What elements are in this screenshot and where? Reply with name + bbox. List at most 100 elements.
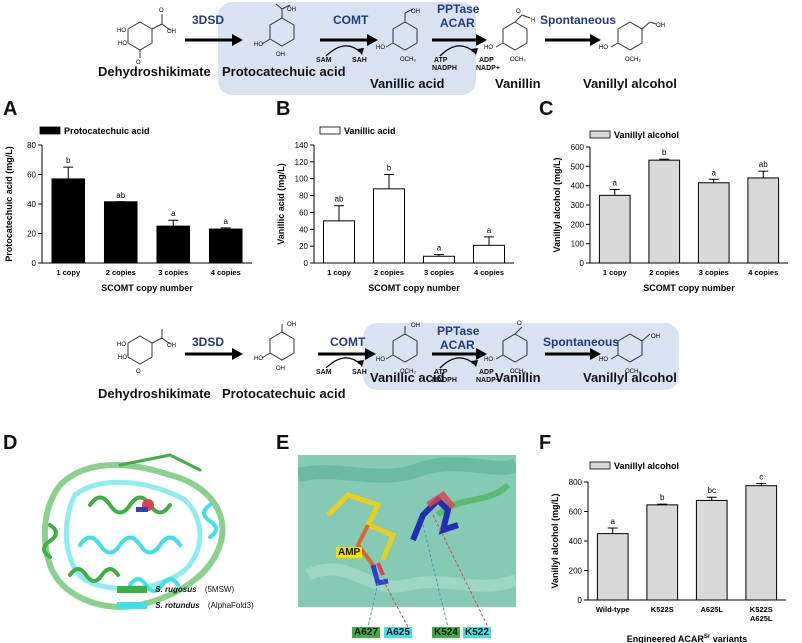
- svg-text:OH: OH: [287, 322, 296, 328]
- y-tick-label: 80: [299, 192, 308, 201]
- bar: [695, 499, 728, 601]
- compound-vanillin: Vanillin: [495, 76, 541, 91]
- oh-label: OH: [287, 7, 296, 13]
- bar: [51, 178, 86, 264]
- x-tick-label: 2 copies: [106, 268, 136, 277]
- oh-label: OH: [276, 52, 285, 58]
- residue-label-k524: K524: [432, 627, 460, 638]
- cofactor-nadp: NADP+: [476, 65, 500, 72]
- significance-letter: ab: [759, 160, 768, 169]
- bar: [646, 504, 679, 601]
- compound-vanillyl-alcohol: Vanillyl alcohol: [583, 76, 677, 91]
- pathway-top-structures: HO HO OH O O OH HO OH OH HO OCH₃ O H HO …: [117, 3, 665, 66]
- bar: [745, 485, 778, 601]
- svg-text:OH: OH: [276, 366, 285, 372]
- legend-swatch: [589, 130, 611, 139]
- x-tick-label: 4 copies: [748, 268, 778, 277]
- y-tick-label: 600: [571, 143, 585, 152]
- cofactor-adp-mid: ADP: [479, 369, 494, 376]
- x-axis-label: Engineered ACARSr variants: [627, 634, 748, 643]
- x-tick-label: K522S: [651, 605, 674, 614]
- panel-letter-f: F: [539, 432, 552, 454]
- compound-vanillic-acid: Vanillic acid: [370, 76, 445, 91]
- svg-text:HO: HO: [599, 357, 608, 363]
- x-tick-label-line: 3 copies: [424, 268, 454, 277]
- closeup-image-e: AMP: [298, 455, 516, 607]
- y-tick-label: 60: [299, 208, 308, 217]
- x-tick-label: Wild-type: [596, 605, 630, 614]
- o-label: O: [136, 60, 141, 66]
- cofactor-nadph-mid: NADPH: [432, 377, 457, 384]
- svg-text:OH: OH: [651, 334, 660, 340]
- significance-letter: b: [660, 493, 665, 502]
- vanillyl-alcohol-structure: [610, 333, 651, 363]
- cofactor-sam: SAM: [316, 57, 332, 64]
- svg-text:OH: OH: [411, 323, 420, 329]
- y-tick-label: 0: [32, 259, 37, 268]
- x-tick-label: 2 copies: [374, 268, 404, 277]
- enzyme-acar-mid: ACAR: [440, 338, 475, 352]
- cofactor-nadp-mid: NADP+: [476, 377, 500, 384]
- svg-text:OH: OH: [656, 23, 665, 29]
- legend-label: Vanillic acid: [344, 126, 396, 136]
- x-tick-label-line: 1 copy: [603, 268, 628, 277]
- y-tick-label: 100: [571, 240, 585, 249]
- legend-species: S. rotundus: [155, 601, 200, 610]
- bar: [697, 182, 730, 264]
- x-tick-label-line: 4 copies: [211, 268, 241, 277]
- legend-label: Protocatechuic acid: [64, 126, 150, 136]
- y-tick-label: 0: [304, 259, 309, 268]
- y-tick-label: 140: [295, 141, 309, 150]
- x-tick-label: 1 copy: [56, 268, 81, 277]
- y-tick-label: 100: [295, 175, 309, 184]
- svg-text:OCH₃: OCH₃: [510, 369, 526, 375]
- bar: [103, 201, 138, 264]
- y-tick-label: 20: [299, 242, 308, 251]
- legend-swatch: [589, 461, 611, 470]
- y-tick-label: 40: [299, 225, 308, 234]
- x-axis-label: SCOMT copy number: [643, 283, 735, 293]
- y-tick-label: 200: [571, 220, 585, 229]
- closeup-drawing: [298, 455, 516, 607]
- svg-text:HO: HO: [599, 45, 608, 51]
- y-tick-label: 0: [578, 596, 583, 605]
- y-tick-label: 300: [571, 201, 585, 210]
- significance-letter: a: [611, 517, 616, 526]
- x-tick-label: A625L: [700, 605, 723, 614]
- x-tick-label: 4 copies: [211, 268, 241, 277]
- legend-swatch: [319, 126, 341, 135]
- significance-letter: a: [712, 168, 717, 177]
- cofactor-nadph: NADPH: [432, 65, 457, 72]
- significance-letter: a: [613, 179, 618, 188]
- svg-text:HO: HO: [376, 45, 385, 51]
- ligand-label-amp: AMP: [336, 547, 363, 558]
- panel-letter-a: A: [3, 98, 18, 120]
- residue-label-a625: A625: [384, 627, 412, 638]
- svg-text:HO: HO: [254, 356, 263, 362]
- x-tick-label-line: 2 copies: [649, 268, 679, 277]
- compound-vanillin-mid: Vanillin: [495, 370, 541, 385]
- x-axis-label-sup: Sr: [704, 634, 711, 640]
- y-tick-label: 400: [569, 537, 583, 546]
- compound-vanillic-acid-mid: Vanillic acid: [370, 370, 445, 385]
- svg-text:HO: HO: [118, 355, 127, 361]
- residue-label-k522: K522: [463, 627, 491, 638]
- enzyme-acar: ACAR: [440, 16, 475, 30]
- svg-text:O: O: [516, 9, 521, 15]
- significance-letter: a: [487, 226, 492, 235]
- x-tick-label-line: 2 copies: [374, 268, 404, 277]
- x-tick-label-line: 3 copies: [699, 268, 729, 277]
- enzyme-comt: COMT: [333, 13, 369, 27]
- significance-letter: a: [437, 244, 442, 253]
- x-axis-label: SCOMT copy number: [368, 283, 460, 293]
- enzyme-pptase-mid: PPTase: [437, 324, 480, 338]
- svg-text:OCH₃: OCH₃: [625, 57, 641, 63]
- significance-letter: ab: [335, 195, 344, 204]
- bar: [747, 177, 780, 264]
- x-tick-label: 3 copies: [699, 268, 729, 277]
- y-tick-label: 20: [27, 230, 36, 239]
- cofactor-adp: ADP: [479, 57, 494, 64]
- x-axis-label-main: SCOMT copy number: [101, 283, 193, 293]
